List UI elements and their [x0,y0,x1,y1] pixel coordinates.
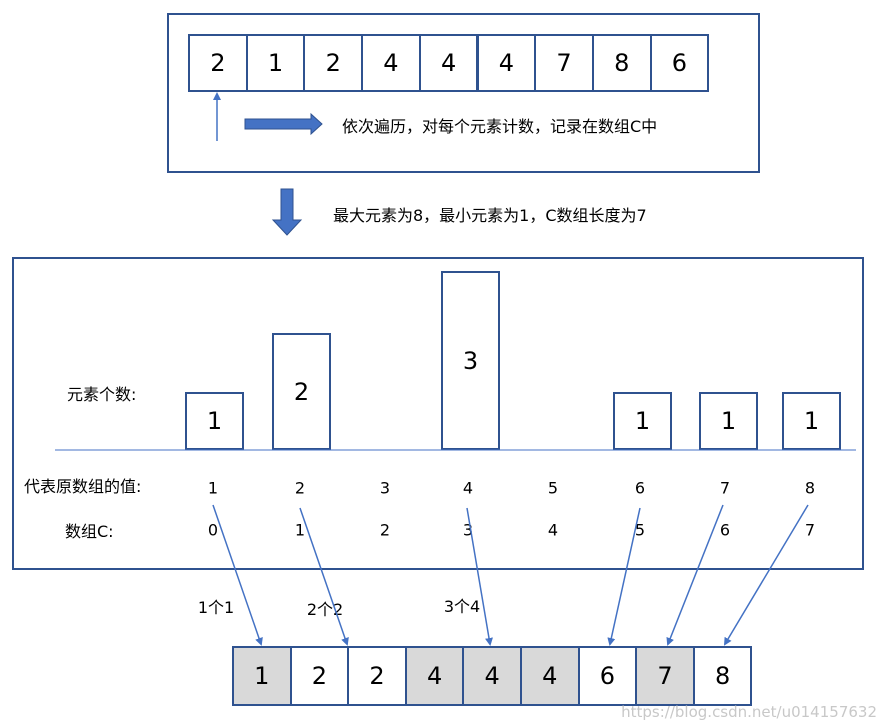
count-bar: 1 [185,392,244,450]
input-cell: 2 [188,34,248,92]
sorted-cell: 7 [635,646,695,706]
traverse-caption: 依次遍历，对每个元素计数，记录在数组C中 [342,117,658,136]
original-value: 8 [804,478,816,498]
input-cell: 2 [303,34,364,92]
down-block-arrow-icon [271,188,303,236]
range-caption: 最大元素为8，最小元素为1，C数组长度为7 [333,206,647,225]
c-index: 6 [719,520,731,540]
original-value: 2 [294,478,306,498]
input-cell: 6 [649,34,710,92]
sorted-cell: 1 [232,646,292,706]
c-index: 7 [804,520,816,540]
mapping-arrow [723,504,809,646]
original-value: 7 [719,478,731,498]
sorted-cell: 4 [520,646,580,706]
c-index: 1 [294,520,306,540]
annotation-1: 1个1 [197,598,235,617]
values-label: 代表原数组的值: [24,477,142,496]
count-bar: 1 [699,392,758,450]
index-label: 数组C: [65,522,114,541]
original-value: 1 [207,478,219,498]
count-bar: 1 [613,392,672,450]
input-cell: 1 [245,34,306,92]
mapping-arrow [299,507,349,646]
sorted-cell: 2 [289,646,350,706]
count-bar: 1 [782,392,841,450]
right-block-arrow-icon [244,112,323,136]
sorted-cell: 6 [577,646,638,706]
annotation-3: 3个4 [443,597,481,616]
count-bar: 3 [441,271,500,450]
count-bar: 2 [272,333,331,450]
original-value: 6 [634,478,646,498]
mapping-arrow [466,507,493,646]
c-index: 4 [547,520,559,540]
count-panel [12,257,864,570]
c-index: 0 [207,520,219,540]
original-value: 3 [379,478,391,498]
c-index: 3 [462,520,474,540]
mapping-arrow [666,504,724,646]
watermark: https://blog.csdn.net/u014157632 [621,703,877,721]
sorted-cell: 4 [462,646,522,706]
input-panel [167,13,760,173]
count-label: 元素个数: [67,385,137,404]
mapping-arrow [212,504,263,646]
original-value: 4 [462,478,474,498]
original-value: 5 [547,478,559,498]
mapping-arrow [607,507,641,646]
c-index: 2 [379,520,391,540]
c-index: 5 [634,520,646,540]
sorted-cell: 8 [692,646,753,706]
